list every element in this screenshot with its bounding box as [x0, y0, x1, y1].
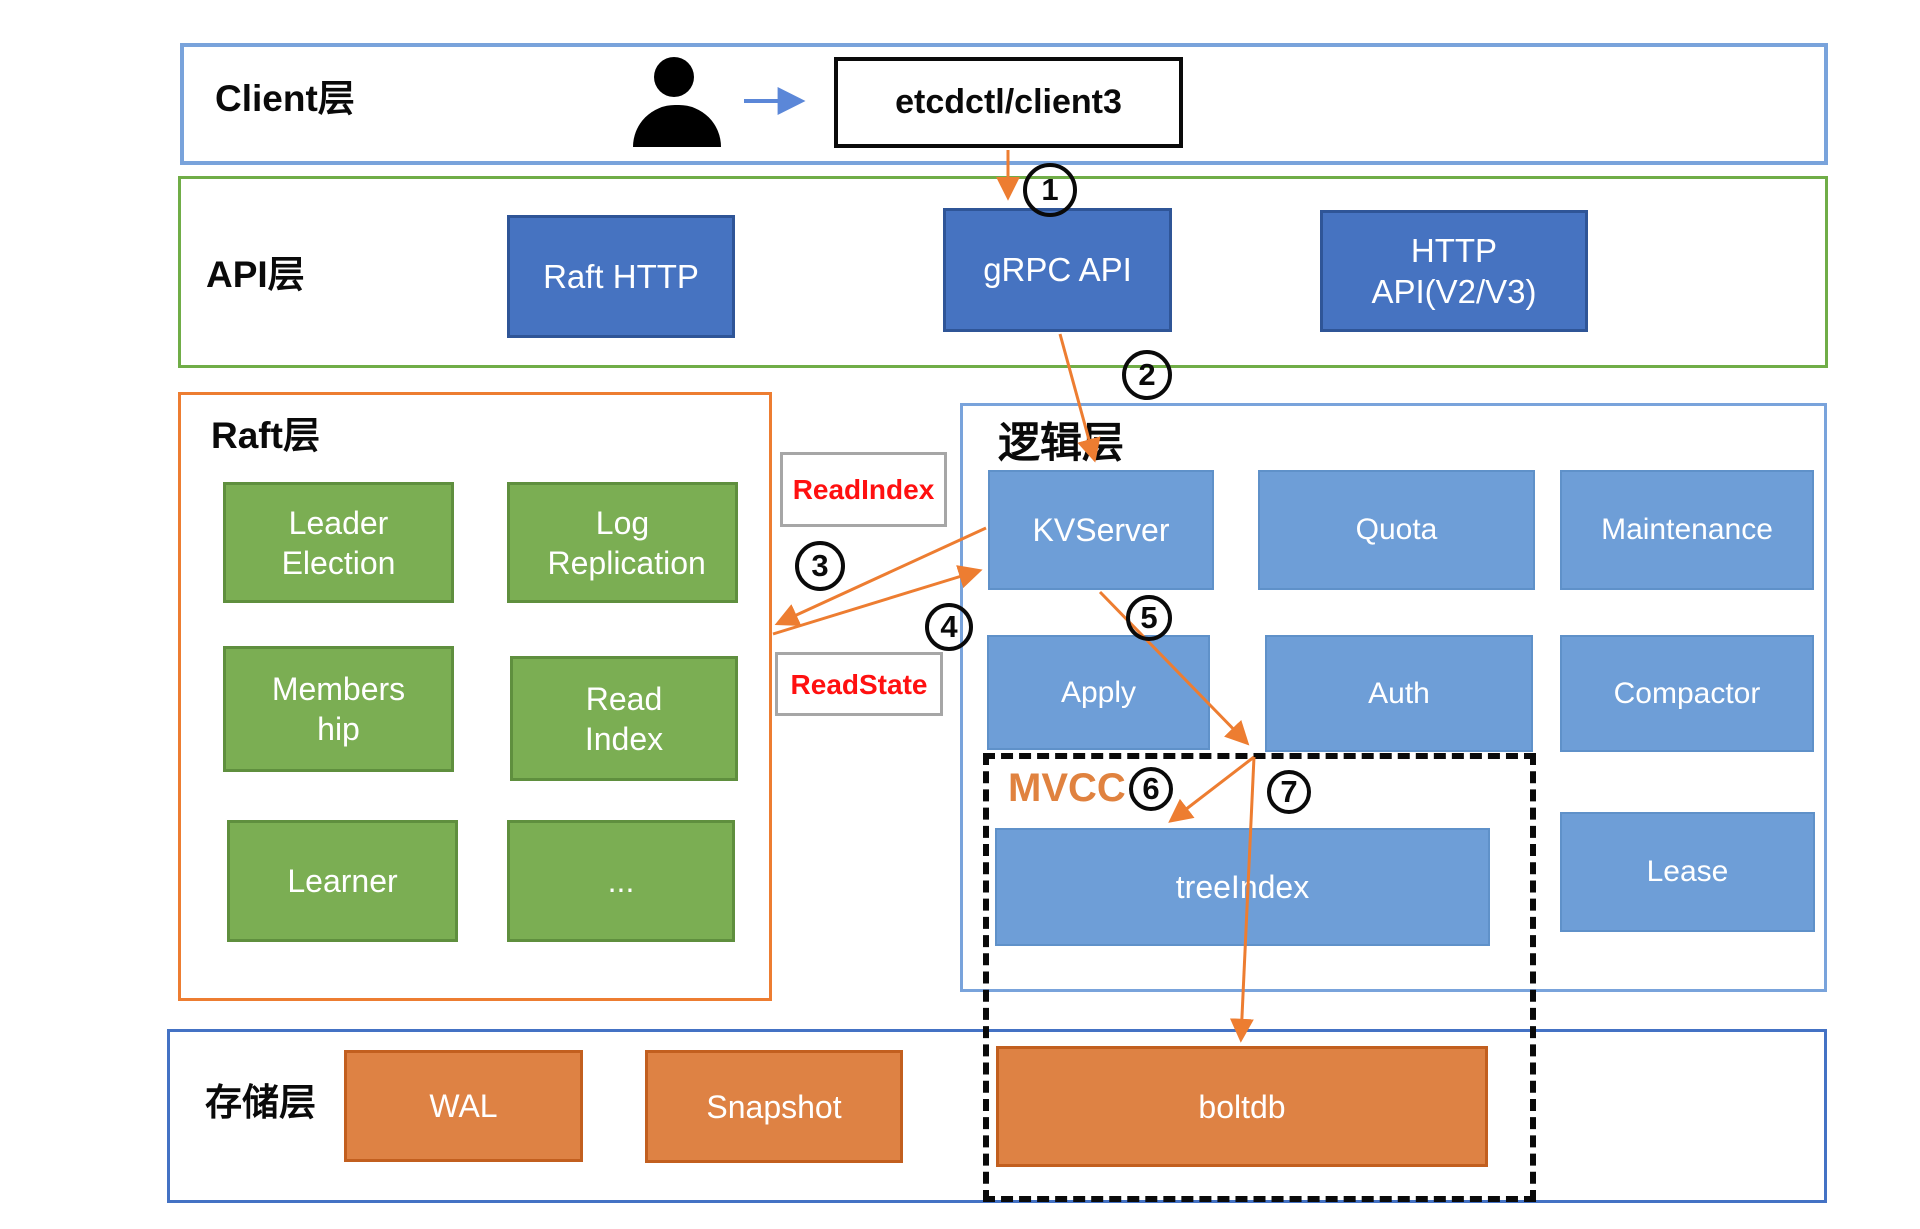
grpc-api-box: gRPC API — [943, 208, 1172, 332]
step-circle-4: 4 — [925, 603, 973, 651]
etcdctl-client3-box: etcdctl/client3 — [834, 57, 1183, 148]
etcdctl-client3-label: etcdctl/client3 — [895, 83, 1122, 122]
http-api-label-line1: HTTP — [1410, 231, 1498, 269]
ellipsis-label: ... — [607, 863, 635, 899]
person-icon — [654, 57, 694, 97]
step-circle-2: 2 — [1122, 350, 1172, 400]
step-4-number: 4 — [940, 609, 958, 644]
step-5-number: 5 — [1140, 600, 1158, 635]
log-replication-label: Log Replication — [547, 504, 706, 581]
membership-label: Membership — [271, 671, 406, 747]
readstate-label: ReadState — [790, 668, 928, 700]
grpc-api-label: gRPC API — [983, 251, 1132, 289]
leader-election-box: Leader Election — [223, 482, 454, 603]
raft-layer-title: Raft层 — [211, 415, 320, 456]
learner-box: Learner — [227, 820, 458, 942]
client-layer-title: Client层 — [215, 78, 355, 119]
compactor-box: Compactor — [1560, 635, 1814, 752]
readstate-annotation: ReadState — [775, 652, 943, 716]
step-3-number: 3 — [811, 548, 829, 583]
raft-http-box: Raft HTTP — [507, 215, 735, 338]
maintenance-box: Maintenance — [1560, 470, 1814, 590]
read-index-label: Read Index — [584, 680, 664, 757]
step-1-number: 1 — [1041, 172, 1059, 207]
wal-label: WAL — [429, 1088, 498, 1124]
maintenance-label: Maintenance — [1601, 513, 1773, 547]
boltdb-label: boltdb — [1198, 1088, 1286, 1125]
read-index-box: Read Index — [510, 656, 738, 781]
log-replication-box: Log Replication — [507, 482, 738, 603]
mvcc-label: MVCC — [1008, 766, 1126, 810]
step-circle-6: 6 — [1129, 767, 1173, 811]
wal-box: WAL — [344, 1050, 583, 1162]
apply-box: Apply — [987, 635, 1210, 750]
step-circle-3: 3 — [795, 541, 845, 591]
raft-http-label: Raft HTTP — [543, 257, 699, 295]
step-circle-7: 7 — [1267, 770, 1311, 814]
kvserver-label: KVServer — [1032, 512, 1170, 548]
apply-label: Apply — [1060, 675, 1137, 709]
leader-election-label: Leader Election — [281, 504, 396, 581]
readindex-annotation: ReadIndex — [780, 452, 947, 527]
step-6-number: 6 — [1142, 771, 1160, 806]
auth-label: Auth — [1368, 676, 1430, 710]
storage-layer-title: 存储层 — [205, 1082, 316, 1123]
api-layer-title: API层 — [206, 254, 305, 295]
snapshot-box: Snapshot — [645, 1050, 903, 1163]
boltdb-box: boltdb — [996, 1046, 1488, 1167]
learner-label: Learner — [287, 863, 398, 899]
quota-label: Quota — [1355, 513, 1438, 547]
lease-box: Lease — [1560, 812, 1815, 932]
auth-box: Auth — [1265, 635, 1533, 752]
compactor-label: Compactor — [1613, 676, 1761, 710]
logic-layer-title: 逻辑层 — [998, 419, 1125, 466]
step-circle-1: 1 — [1023, 163, 1077, 217]
step-circle-5: 5 — [1126, 595, 1172, 641]
mvcc-dashed-box — [983, 753, 1536, 1202]
membership-box: Membership — [223, 646, 454, 772]
http-api-label-line2: API(V2/V3) — [1371, 273, 1537, 310]
snapshot-label: Snapshot — [706, 1088, 842, 1125]
step-7-number: 7 — [1280, 774, 1298, 809]
ellipsis-box: ... — [507, 820, 735, 942]
kvserver-box: KVServer — [988, 470, 1214, 590]
http-api-box: HTTP API(V2/V3) — [1320, 210, 1588, 332]
step-2-number: 2 — [1138, 357, 1156, 392]
quota-box: Quota — [1258, 470, 1535, 590]
readindex-label: ReadIndex — [792, 474, 935, 505]
lease-label: Lease — [1646, 855, 1729, 889]
